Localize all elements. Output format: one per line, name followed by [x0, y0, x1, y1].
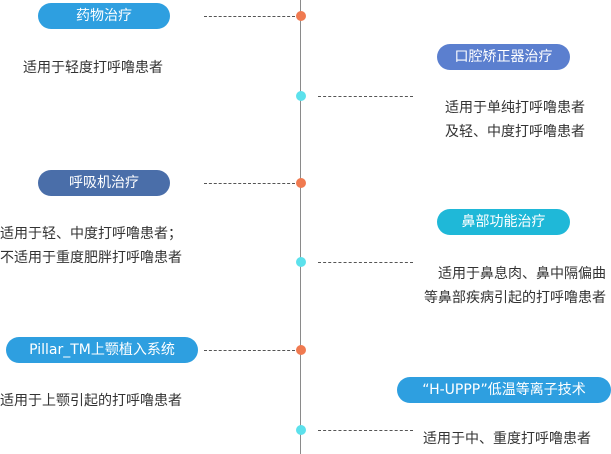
left-item-3-marker [296, 345, 306, 355]
right-item-3-line-1: 适用于中、重度打呼噜患者 [423, 431, 591, 447]
right-item-3-title: “H-UPPP”低温等离子技术 [397, 377, 611, 403]
left-item-1-description: 适用于轻度打呼噜患者 [23, 56, 163, 80]
timeline-axis [300, 0, 301, 454]
left-item-3-connector [204, 350, 295, 351]
right-item-2-title: 鼻部功能治疗 [437, 209, 570, 235]
left-item-1-connector [204, 16, 295, 17]
right-item-3-connector [318, 430, 413, 431]
right-item-2-marker [296, 257, 306, 267]
left-item-3-title: Pillar_TM上颚植入系统 [6, 337, 198, 363]
right-item-3-marker [296, 425, 306, 435]
right-item-2-line-2: 等鼻部疾病引起的打呼噜患者 [424, 290, 606, 306]
left-item-1-line-1: 适用于轻度打呼噜患者 [23, 60, 163, 76]
left-item-3-line-1: 适用于上颚引起的打呼噜患者 [0, 393, 182, 409]
right-item-3-description: 适用于中、重度打呼噜患者 [423, 427, 591, 451]
left-item-2-description: 适用于轻、中度打呼噜患者； 不适用于重度肥胖打呼噜患者 [0, 222, 182, 270]
left-item-3-description: 适用于上颚引起的打呼噜患者 [0, 389, 182, 413]
left-item-2-marker [296, 178, 306, 188]
right-item-2-connector [318, 262, 413, 263]
right-item-2-description: 适用于鼻息肉、鼻中隔偏曲 等鼻部疾病引起的打呼噜患者 [424, 262, 606, 310]
right-item-1-description: 适用于单纯打呼噜患者 及轻、中度打呼噜患者 [445, 96, 585, 144]
right-item-1-line-2: 及轻、中度打呼噜患者 [445, 124, 585, 140]
left-item-2-connector [204, 183, 295, 184]
left-item-2-line-1: 适用于轻、中度打呼噜患者； [0, 226, 182, 242]
right-item-1-title: 口腔矫正器治疗 [437, 44, 570, 70]
right-item-1-line-1: 适用于单纯打呼噜患者 [445, 100, 585, 116]
left-item-2-title: 呼吸机治疗 [38, 170, 170, 196]
left-item-1-title: 药物治疗 [38, 3, 170, 29]
left-item-2-line-2: 不适用于重度肥胖打呼噜患者 [0, 250, 182, 266]
left-item-1-marker [296, 11, 306, 21]
right-item-1-connector [318, 96, 413, 97]
right-item-1-marker [296, 91, 306, 101]
right-item-2-line-1: 适用于鼻息肉、鼻中隔偏曲 [438, 266, 606, 282]
